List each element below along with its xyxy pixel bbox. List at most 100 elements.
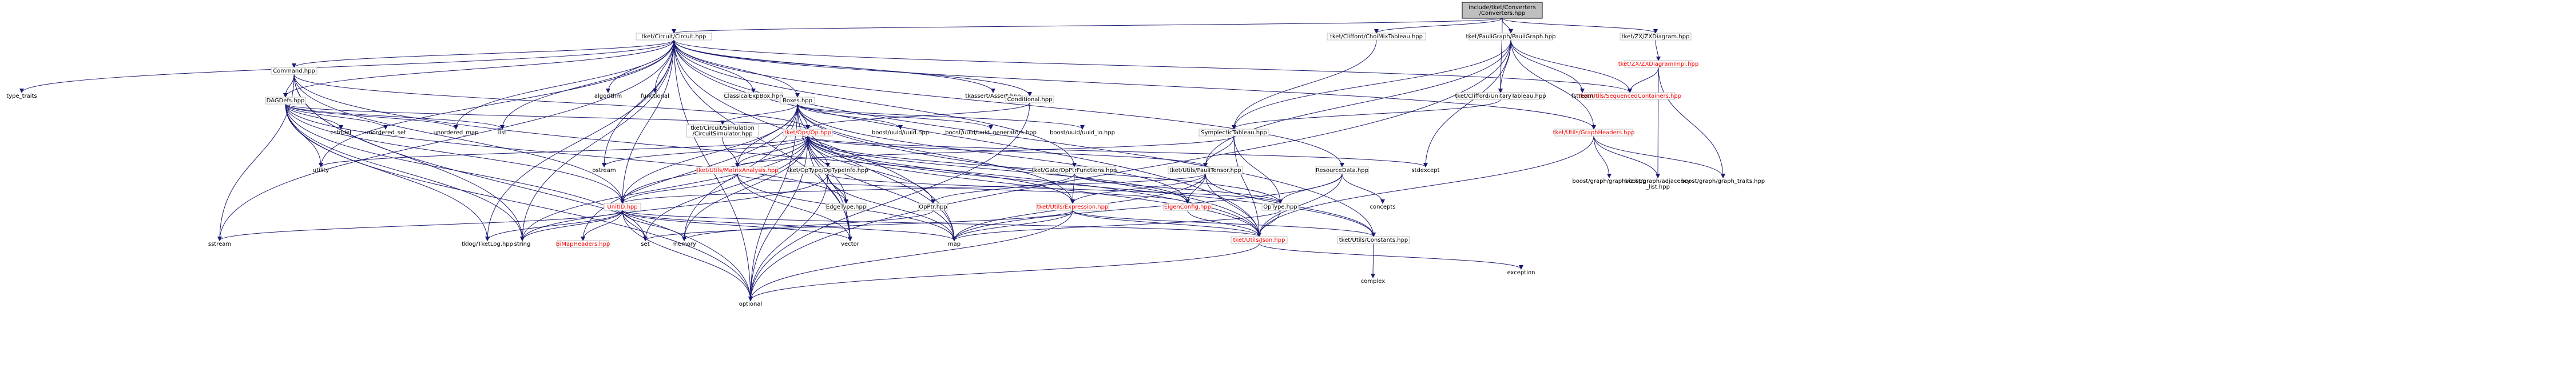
node-graphviz: boost/graph/graphviz.hpp bbox=[1572, 178, 1646, 185]
edge-paulig-to-graphheaders bbox=[1510, 39, 1596, 130]
edge-circuit-to-string bbox=[520, 39, 674, 241]
node-expression[interactable]: tket/Utils/Expression.hpp bbox=[1036, 203, 1109, 211]
edge-paulitensor-to-eigenconfig bbox=[1185, 173, 1206, 204]
node-label: utility bbox=[313, 167, 330, 174]
node-label: OpPtr.hpp bbox=[919, 204, 947, 210]
edge-resourcedata-to-json bbox=[1257, 173, 1343, 237]
node-graphheaders[interactable]: tket/Utils/GraphHeaders.hpp bbox=[1553, 129, 1635, 137]
node-conditional[interactable]: Conditional.hpp bbox=[1005, 95, 1054, 103]
node-chofmi[interactable]: tket/Clifford/ChoiMixTableau.hpp bbox=[1327, 33, 1426, 41]
node-zxdimpl[interactable]: tket/ZX/ZXDiagramImpl.hpp bbox=[1618, 60, 1699, 68]
node-opptrfns[interactable]: tket/Gate/OpPtrFunctions.hpp bbox=[1032, 166, 1117, 174]
node-label: tket/Circuit/Simulation bbox=[690, 125, 755, 131]
node-label: tket/Circuit/Circuit.hpp bbox=[642, 34, 706, 40]
edge-paulitensor-to-json bbox=[1205, 173, 1261, 237]
node-label: set bbox=[641, 241, 649, 247]
edge-unitid-to-json bbox=[622, 210, 1261, 237]
node-box bbox=[825, 203, 867, 211]
node-label: tket/PauliGraph/PauliGraph.hpp bbox=[1466, 34, 1556, 40]
node-ostream: ostream bbox=[592, 167, 616, 174]
node-box bbox=[1198, 129, 1269, 137]
edge-dagdefs-to-set bbox=[285, 103, 648, 241]
node-stdexcept: stdexcept bbox=[1411, 167, 1439, 174]
node-optype[interactable]: OpType.hpp bbox=[1261, 203, 1299, 211]
node-opptr[interactable]: OpPtr.hpp bbox=[918, 203, 948, 211]
edge-optype-to-map bbox=[952, 210, 1281, 241]
node-box bbox=[636, 33, 712, 41]
edge-conditional-to-optional bbox=[748, 102, 1030, 301]
node-label: tket/Utils/Constants.hpp bbox=[1339, 237, 1408, 243]
node-root[interactable]: include/tket/Converters/Converters.hpp bbox=[1462, 2, 1543, 19]
edge-root-to-chofmi bbox=[1374, 18, 1503, 34]
edge-dagdefs-to-unordered_map bbox=[285, 103, 458, 130]
node-paulig[interactable]: tket/PauliGraph/PauliGraph.hpp bbox=[1466, 33, 1556, 41]
node-bimap[interactable]: BiMapHeaders.hpp bbox=[556, 240, 610, 248]
edge-circuit-to-unitid bbox=[620, 39, 674, 204]
edge-unitid-to-optional bbox=[622, 210, 753, 301]
node-memory: memory bbox=[672, 241, 696, 247]
edge-zxdimpl-to-seqcont bbox=[1628, 67, 1659, 93]
edge-boxes-to-eigenconfig bbox=[797, 103, 1190, 204]
node-label: complex bbox=[1361, 278, 1385, 285]
node-label: stdexcept bbox=[1411, 167, 1439, 174]
edge-symptab-to-matrixanalysis bbox=[735, 135, 1235, 167]
edge-paulig-to-symptab bbox=[1232, 39, 1511, 130]
node-optypeinfo[interactable]: tket/OpType/OpTypeInfo.hpp bbox=[787, 166, 868, 174]
node-string: string bbox=[514, 241, 531, 247]
node-unitab[interactable]: tket/Clifford/UnitaryTableau.hpp bbox=[1455, 92, 1546, 100]
edge-op-to-stdexcept bbox=[807, 135, 1428, 167]
edge-resourcedata-to-concepts bbox=[1341, 173, 1385, 204]
node-op[interactable]: tket/Ops/Op.hpp bbox=[783, 129, 833, 137]
node-label: tket/Clifford/ChoiMixTableau.hpp bbox=[1330, 34, 1423, 40]
node-command[interactable]: Command.hpp bbox=[271, 67, 317, 75]
node-json[interactable]: tket/Utils/Json.hpp bbox=[1231, 236, 1288, 244]
node-box bbox=[1337, 236, 1410, 244]
edge-matrixanalysis-to-vector bbox=[737, 173, 852, 241]
edge-op-to-utility bbox=[319, 135, 808, 167]
node-uuid: boost/uuid/uuid.hpp bbox=[872, 130, 929, 136]
node-edgetype[interactable]: EdgeType.hpp bbox=[825, 203, 867, 211]
node-paulitensor[interactable]: tket/Utils/PauliTensor.hpp bbox=[1168, 166, 1243, 174]
edge-optypeinfo-to-optional bbox=[748, 173, 828, 301]
edge-edgetype-to-vector bbox=[846, 210, 852, 241]
node-box bbox=[1261, 203, 1299, 211]
node-seqcont[interactable]: tket/Utils/SequencedContainers.hpp bbox=[1578, 92, 1681, 100]
node-list: list bbox=[498, 130, 507, 136]
edge-op-to-opptr bbox=[807, 135, 935, 204]
node-circuit[interactable]: tket/Circuit/Circuit.hpp bbox=[636, 33, 712, 41]
node-constants[interactable]: tket/Utils/Constants.hpp bbox=[1337, 236, 1410, 244]
edge-unitid-to-sstream bbox=[217, 210, 623, 241]
node-classicalexpbox[interactable]: ClassicalExpBox.hpp bbox=[724, 92, 783, 100]
node-matrixanalysis[interactable]: tket/Utils/MatrixAnalysis.hpp bbox=[696, 166, 779, 174]
node-label: /Converters.hpp bbox=[1479, 10, 1526, 17]
node-resourcedata[interactable]: ResourceData.hpp bbox=[1315, 166, 1369, 174]
node-dagdefs[interactable]: DAGDefs.hpp bbox=[265, 97, 306, 105]
edge-paulitensor-to-expression bbox=[1070, 173, 1206, 204]
node-eigenconfig[interactable]: EigenConfig.hpp bbox=[1163, 203, 1212, 211]
node-circsim[interactable]: tket/Circuit/Simulation/CircuitSimulator… bbox=[686, 124, 759, 138]
node-exception: exception bbox=[1507, 270, 1535, 276]
node-label: vector bbox=[841, 241, 860, 247]
node-box bbox=[780, 97, 815, 105]
node-boxes[interactable]: Boxes.hpp bbox=[780, 97, 815, 105]
node-label: exception bbox=[1507, 270, 1535, 276]
node-label: concepts bbox=[1370, 204, 1395, 210]
edge-graphheaders-to-json bbox=[1257, 135, 1594, 237]
edge-root-to-unitab bbox=[1498, 18, 1503, 93]
node-label: tket/Utils/PauliTensor.hpp bbox=[1169, 167, 1241, 174]
edge-boxes-to-unitid bbox=[620, 103, 798, 204]
node-zxdiag[interactable]: tket/ZX/ZXDiagram.hpp bbox=[1620, 33, 1692, 41]
node-concepts: concepts bbox=[1370, 204, 1395, 210]
node-graphtraits: boost/graph/graph_traits.hpp bbox=[1681, 178, 1765, 185]
node-symptab[interactable]: SymplecticTableau.hpp bbox=[1198, 129, 1269, 137]
edge-boxes-to-uuidio bbox=[797, 103, 1085, 130]
edge-circuit-to-typetraits bbox=[19, 39, 674, 93]
node-box bbox=[1468, 33, 1553, 41]
node-box bbox=[557, 240, 609, 248]
node-tklog: tklog/TketLog.hpp bbox=[462, 241, 513, 247]
edge-boxes-to-optional bbox=[748, 103, 798, 301]
node-box bbox=[1033, 166, 1116, 174]
edge-circuit-to-opptrfns bbox=[673, 39, 1077, 167]
node-label: unordered_map bbox=[434, 130, 479, 136]
node-unitid[interactable]: UnitID.hpp bbox=[604, 203, 641, 211]
